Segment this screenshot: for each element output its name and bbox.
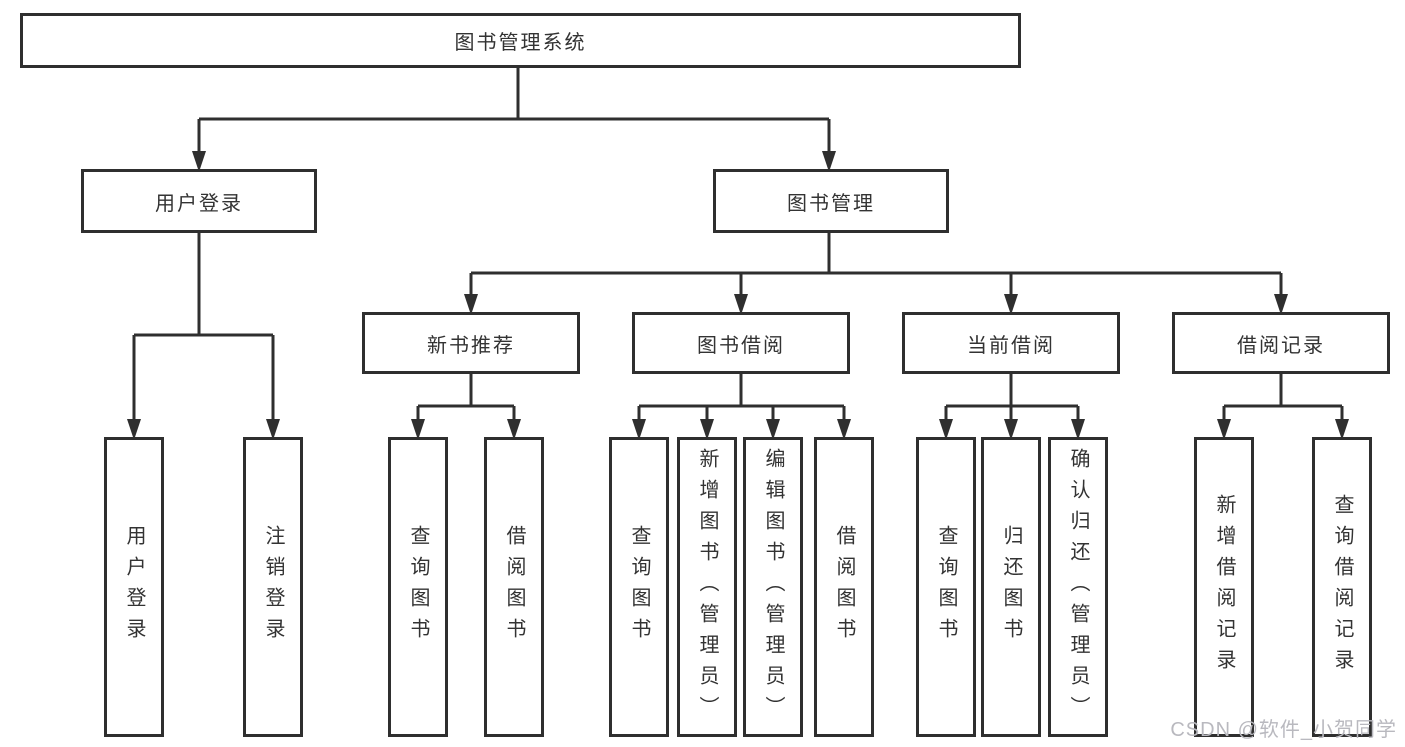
leaf-query-books-recommend: 查询图书 (388, 437, 448, 737)
leaf-query-books-borrowing: 查询图书 (609, 437, 669, 737)
leaf-query-borrow-record: 查询借阅记录 (1312, 437, 1372, 737)
leaf-add-books-admin: 新增图书（管理员） (677, 437, 737, 737)
node-user-login: 用户登录 (81, 169, 317, 233)
leaf-add-borrow-record: 新增借阅记录 (1194, 437, 1254, 737)
leaf-user-login: 用户登录 (104, 437, 164, 737)
node-root-library-management-system: 图书管理系统 (20, 13, 1021, 68)
leaf-query-books-current: 查询图书 (916, 437, 976, 737)
node-book-management: 图书管理 (713, 169, 949, 233)
csdn-watermark: CSDN @软件_小贺同学 (1170, 719, 1397, 741)
leaf-return-books: 归还图书 (981, 437, 1041, 737)
node-current-borrowing: 当前借阅 (902, 312, 1120, 374)
leaf-borrow-books: 借阅图书 (814, 437, 874, 737)
leaf-edit-books-admin: 编辑图书（管理员） (743, 437, 803, 737)
leaf-borrow-books-recommend: 借阅图书 (484, 437, 544, 737)
leaf-logout: 注销登录 (243, 437, 303, 737)
arrowhead-icons (127, 151, 1349, 440)
node-borrowing-records: 借阅记录 (1172, 312, 1390, 374)
node-book-borrowing: 图书借阅 (632, 312, 850, 374)
leaf-confirm-return-admin: 确认归还（管理员） (1048, 437, 1108, 737)
node-new-book-recommend: 新书推荐 (362, 312, 580, 374)
